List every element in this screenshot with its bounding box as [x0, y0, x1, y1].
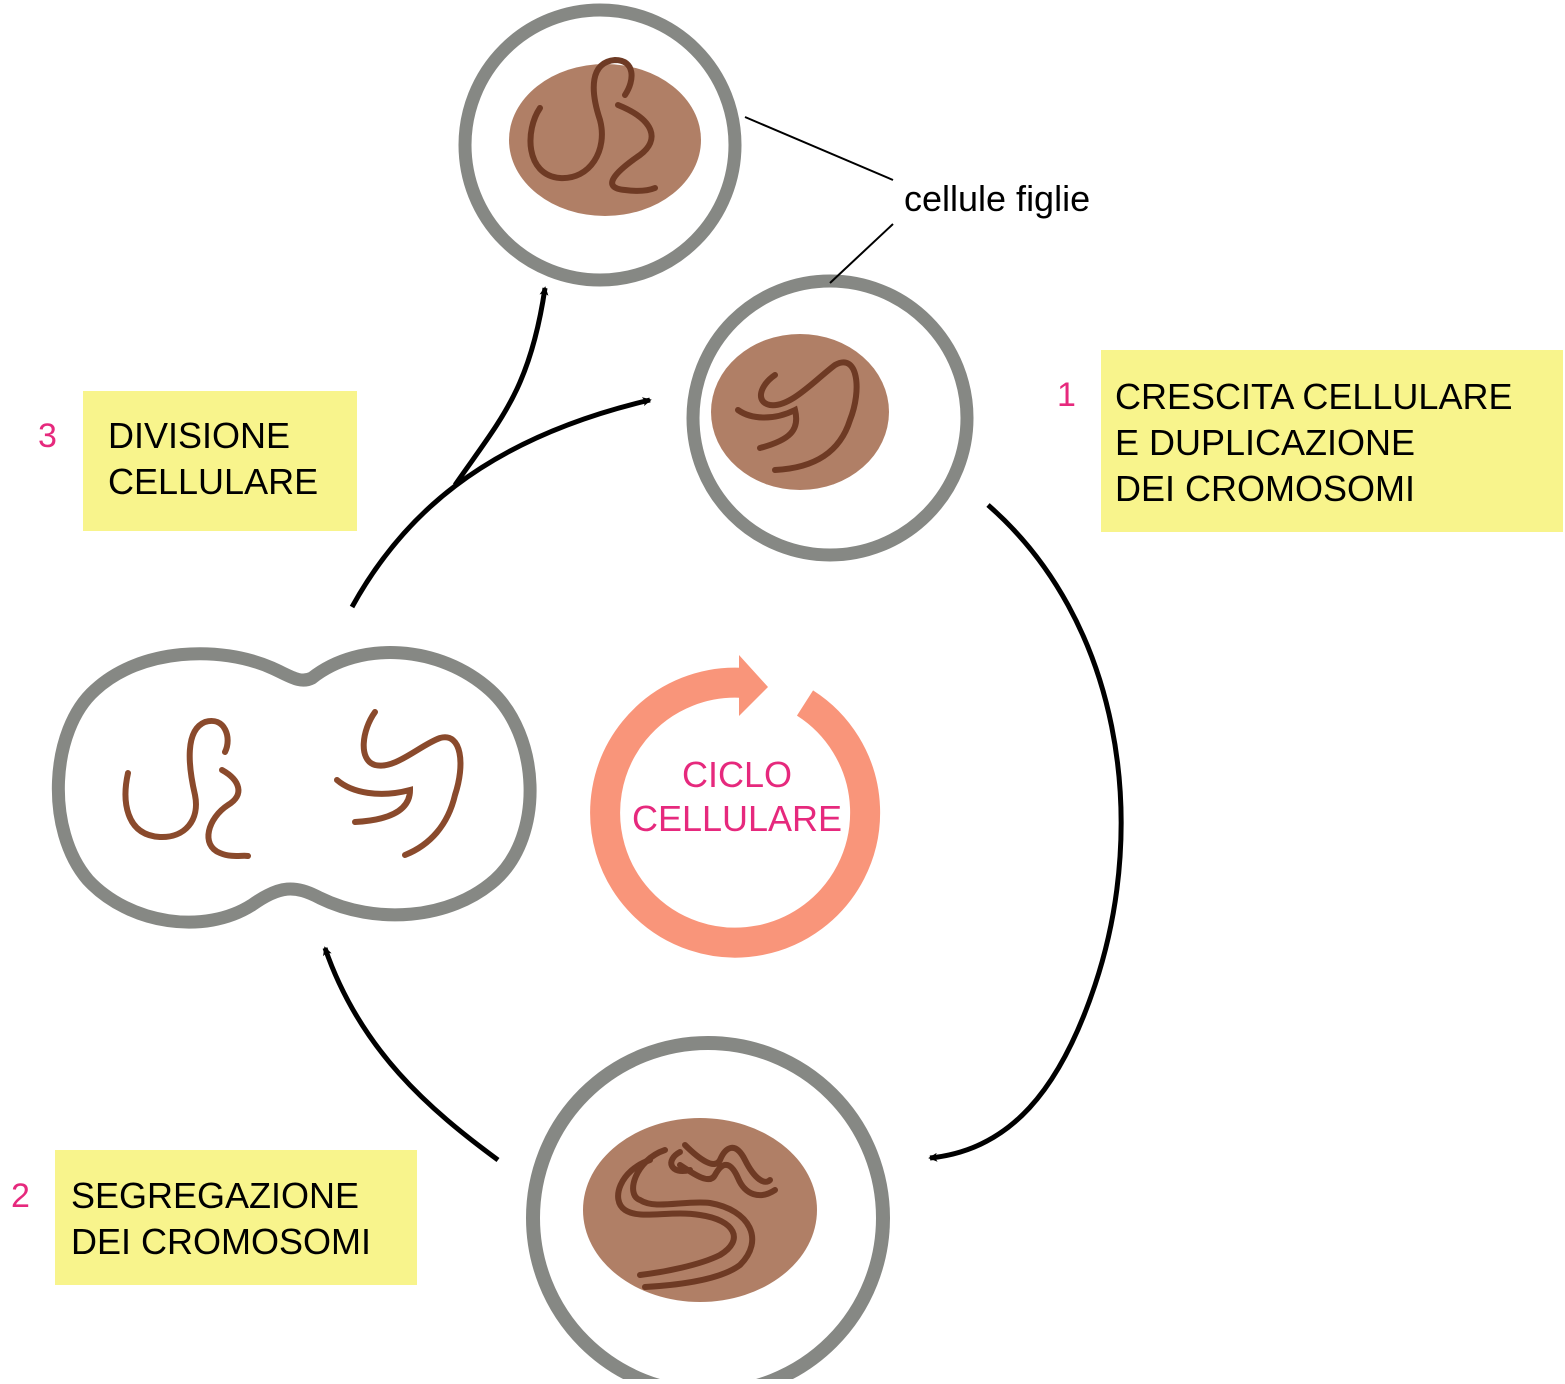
step-2-line-2: DEI CROMOSOMI: [71, 1219, 371, 1265]
step-2-line-1: SEGREGAZIONE: [71, 1173, 359, 1219]
step-3-line-1: DIVISIONE: [108, 413, 290, 459]
leader-line-top: [745, 117, 893, 180]
grown-cell-bottom: [533, 1043, 883, 1379]
cycle-label-line-2: CELLULARE: [587, 797, 887, 841]
daughter-cell-top: [465, 10, 735, 280]
arrow-growth-to-segregation: [930, 505, 1121, 1158]
step-1-number: 1: [1057, 375, 1076, 415]
step-2-number: 2: [11, 1176, 30, 1216]
step-1-line-2: E DUPLICAZIONE: [1115, 420, 1415, 466]
arrow-division-to-daughter-right: [352, 400, 650, 607]
cycle-ring-arrowhead: [739, 655, 768, 716]
nucleus: [583, 1118, 817, 1302]
step-1-line-3: DEI CROMOSOMI: [1115, 466, 1415, 512]
arrow-segregation-to-division: [325, 948, 498, 1160]
daughter-leader-lines: [745, 117, 893, 283]
step-3-number: 3: [38, 416, 57, 456]
step-3-line-2: CELLULARE: [108, 459, 318, 505]
nucleus: [509, 64, 701, 216]
leader-line-right: [830, 224, 893, 283]
daughter-cell-right: [693, 281, 967, 555]
step-1-line-1: CRESCITA CELLULARE: [1115, 374, 1512, 420]
cycle-label-line-1: CICLO: [587, 753, 887, 797]
daughter-cells-label: cellule figlie: [904, 178, 1090, 220]
dividing-cell: [58, 653, 530, 923]
